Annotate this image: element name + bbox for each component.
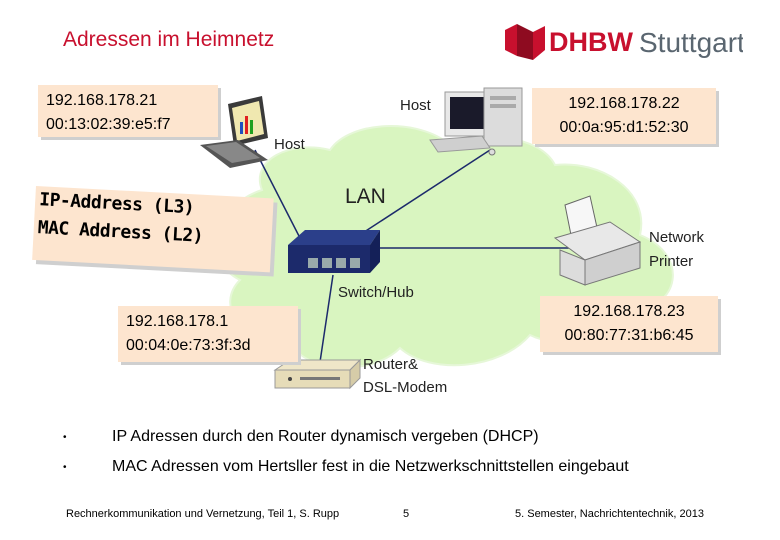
desktop-pc-icon: [429, 87, 523, 156]
pc-mac: 00:0a:95:d1:52:30: [559, 119, 689, 136]
logo-city: Stuttgart: [639, 27, 743, 58]
link-pc-switch: [354, 149, 491, 239]
pc-address-box: 192.168.178.22 00:0a:95:d1:52:30: [532, 88, 716, 144]
bullet-marker: •: [63, 462, 67, 473]
footer-course: Rechnerkommunikation und Vernetzung, Tei…: [66, 508, 340, 520]
host-label-left: Host: [274, 136, 305, 153]
printer-icon: [553, 195, 642, 286]
link-laptop-switch: [254, 149, 301, 239]
footer-page-number: 5: [403, 508, 410, 520]
router-address-box: 192.168.178.1 00:04:0e:73:3f:3d: [118, 306, 298, 362]
network-label: Network: [649, 229, 705, 246]
footer-semester: 5. Semester, Nachrichtentechnik, 2013: [515, 508, 704, 520]
bullet-marker: •: [63, 432, 67, 443]
bullet-text-mac: MAC Adressen vom Hertsller fest in die N…: [112, 458, 629, 475]
router-label: Router&: [363, 356, 419, 373]
printer-ip: 192.168.178.23: [573, 303, 685, 320]
router-mac: 00:04:0e:73:3f:3d: [126, 337, 251, 354]
printer-label: Printer: [649, 253, 694, 270]
laptop-ip: 192.168.178.21: [46, 92, 158, 109]
router-ip: 192.168.178.1: [126, 313, 229, 330]
dhbw-logo: DHBW Stuttgart: [503, 20, 743, 64]
laptop-mac: 00:13:02:39:e5:f7: [46, 116, 171, 133]
laptop-icon: [200, 96, 268, 168]
printer-address-box: 192.168.178.23 00:80:77:31:b6:45: [540, 296, 718, 352]
link-switch-router: [319, 274, 334, 363]
slide-title: Adressen im Heimnetz: [63, 28, 275, 51]
host-label-right: Host: [400, 97, 431, 114]
switch-icon: [288, 230, 380, 273]
lan-label: LAN: [345, 185, 386, 208]
logo-brand: DHBW: [549, 27, 633, 57]
printer-mac: 00:80:77:31:b6:45: [564, 327, 694, 344]
network-links: [254, 149, 570, 363]
modem-label: DSL-Modem: [363, 379, 448, 396]
laptop-address-box: 192.168.178.21 00:13:02:39:e5:f7: [38, 85, 218, 137]
dhbw-logo-mark: DHBW Stuttgart: [505, 24, 743, 60]
router-icon: [273, 358, 362, 390]
layer-note: IP-Address (L3) MAC Address (L2): [32, 186, 274, 273]
bullet-text-dhcp: IP Adressen durch den Router dynamisch v…: [112, 428, 539, 445]
switch-label: Switch/Hub: [338, 284, 414, 301]
pc-ip: 192.168.178.22: [568, 95, 680, 112]
